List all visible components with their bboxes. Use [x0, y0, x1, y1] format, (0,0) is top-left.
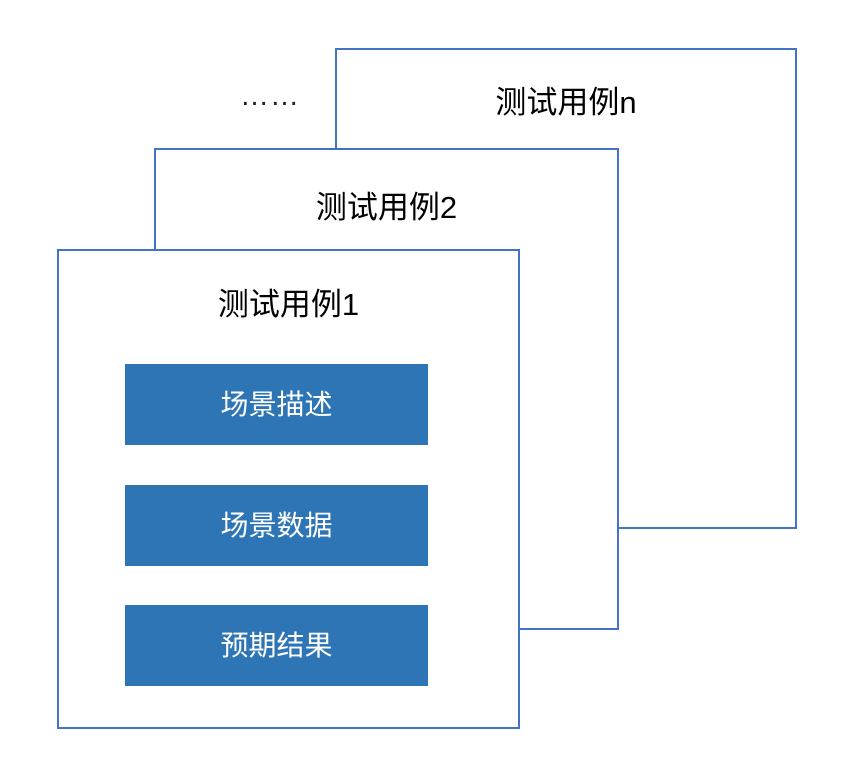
- section-block-scenario-description[interactable]: 场景描述: [125, 364, 428, 445]
- section-block-scenario-description-label: 场景描述: [220, 388, 333, 420]
- section-block-expected-result[interactable]: 预期结果: [125, 605, 428, 686]
- test-case-card-1-title: 测试用例1: [217, 287, 360, 322]
- test-case-card-n-title: 测试用例n: [495, 85, 637, 120]
- ellipsis-more-cases: ……: [240, 80, 300, 112]
- section-block-expected-result-label: 预期结果: [220, 629, 333, 661]
- test-case-card-1[interactable]: 测试用例1 场景描述 场景数据 预期结果: [57, 249, 520, 729]
- section-block-scenario-data[interactable]: 场景数据: [125, 485, 428, 566]
- test-case-card-2-title: 测试用例2: [315, 190, 458, 225]
- section-block-scenario-data-label: 场景数据: [220, 509, 333, 541]
